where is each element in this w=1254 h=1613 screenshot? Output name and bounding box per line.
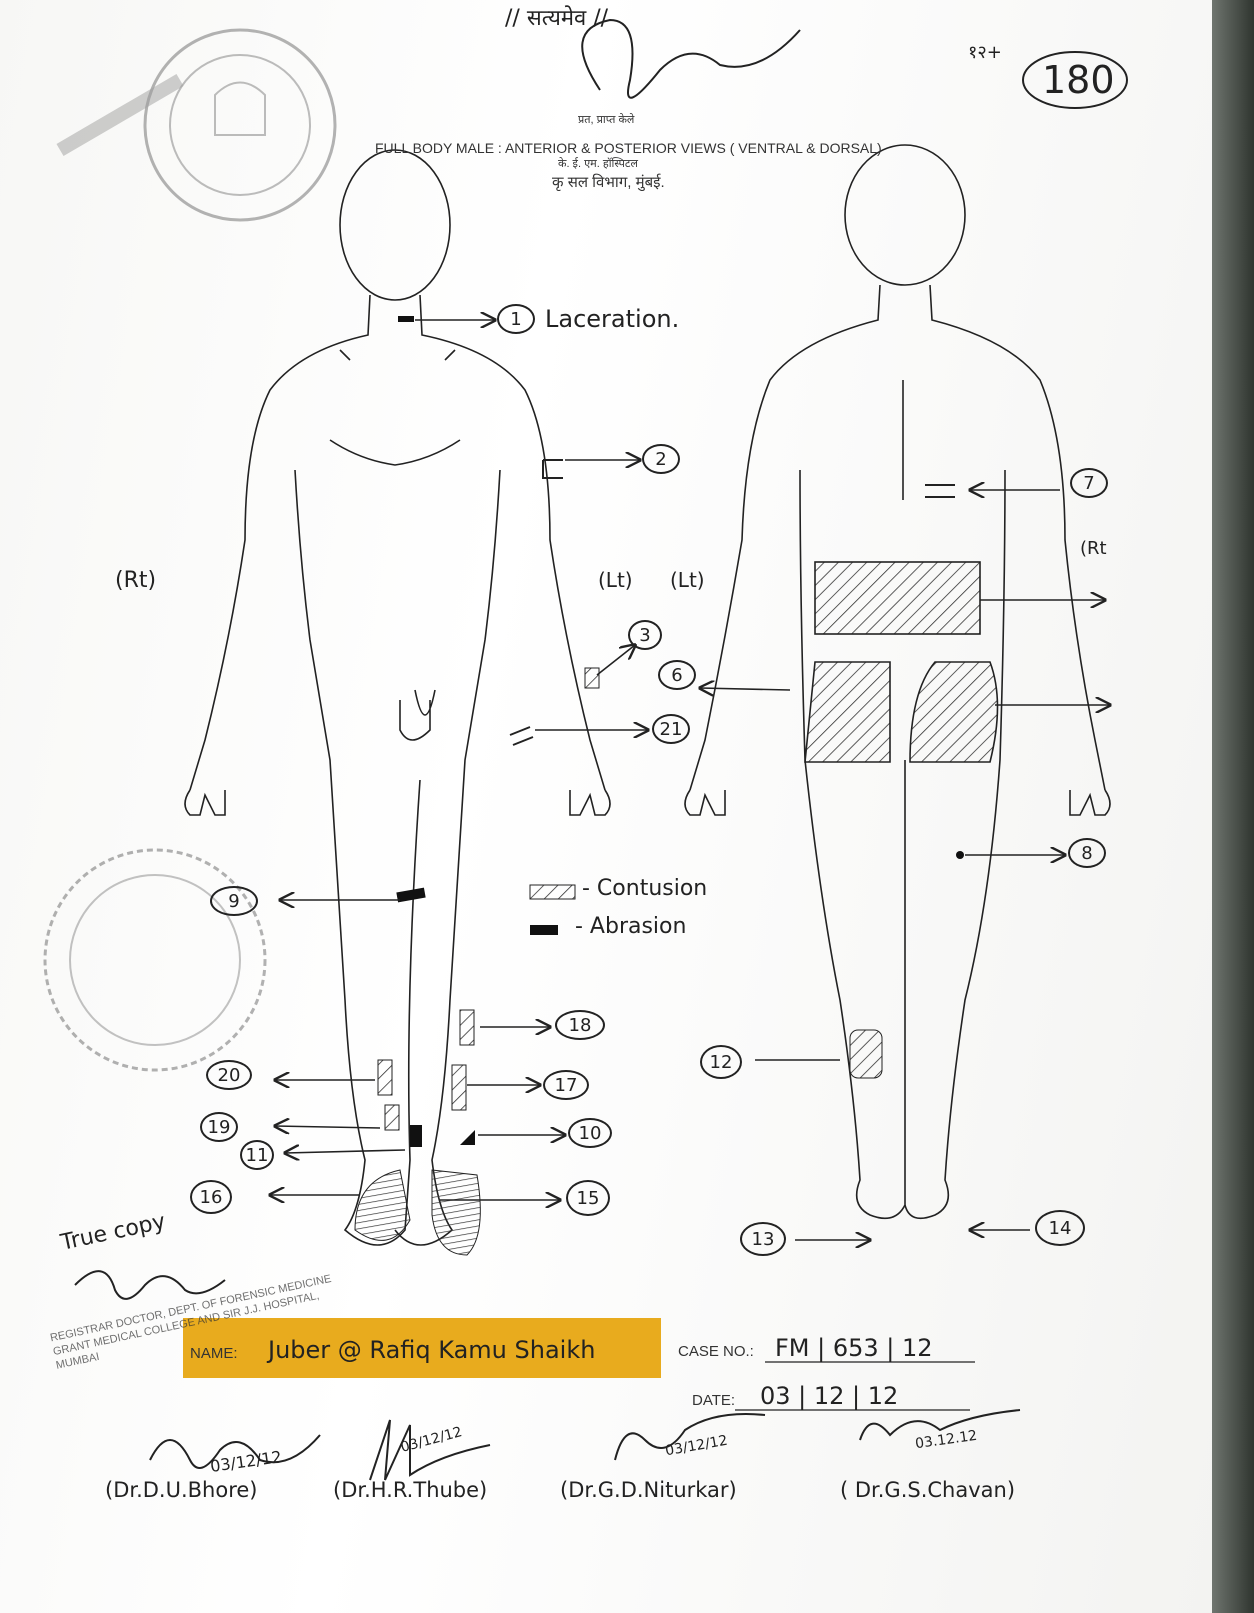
injury-number-21: 21	[652, 714, 690, 744]
contusion-mark-calf	[850, 1030, 882, 1078]
date-label: DATE:	[692, 1392, 735, 1409]
contusion-mark-forearm	[585, 668, 599, 688]
signature-thube	[370, 1420, 490, 1480]
signature-true-copy	[75, 1271, 225, 1299]
side-label-left-1: (Lt)	[598, 568, 633, 592]
injury-number-1: 1	[497, 304, 535, 334]
injury-number-14: 14	[1035, 1210, 1085, 1246]
abrasion-mark-wrist	[510, 727, 533, 745]
injury-number-20: 20	[206, 1060, 252, 1090]
stamp-line-3: कृ सल विभाग, मुंबई.	[552, 172, 665, 192]
injury-number-18: 18	[555, 1010, 605, 1040]
injury-number-11: 11	[240, 1140, 274, 1170]
stamp-line-1: प्रत, प्राप्त केले	[578, 112, 634, 127]
posterior-figure	[685, 145, 1110, 1218]
legend-contusion-label: - Contusion	[582, 876, 707, 901]
department-seal	[45, 850, 265, 1070]
doctor-4-name: ( Dr.G.S.Chavan)	[840, 1478, 1015, 1502]
diagram-title: FULL BODY MALE : ANTERIOR & POSTERIOR VI…	[375, 140, 882, 156]
injury-number-8: 8	[1068, 838, 1106, 868]
contusion-mark-foot-r	[355, 1170, 410, 1240]
legend-abrasion-label: - Abrasion	[575, 914, 686, 939]
top-signature	[582, 20, 800, 98]
header-top-marks: // सत्यमेव //	[505, 2, 608, 32]
doctor-2-name: (Dr.H.R.Thube)	[333, 1478, 487, 1502]
injury-number-19: 19	[200, 1112, 238, 1142]
stamp-line-2: के. ई. एम. हॉस्पिटल	[558, 156, 638, 171]
injury-number-2: 2	[642, 444, 680, 474]
injury-number-9: 9	[210, 886, 258, 916]
legend-contusion-swatch	[530, 885, 575, 899]
contusion-mark-foot-l	[432, 1170, 480, 1255]
injury-number-10: 10	[568, 1118, 612, 1148]
case-label: CASE NO.:	[678, 1343, 754, 1360]
abrasion-mark-ankle-l	[460, 1130, 475, 1145]
side-label-right-back: (Rt	[1080, 538, 1107, 559]
contusion-mark-buttock-r	[805, 662, 890, 762]
injury-number-15: 15	[566, 1180, 610, 1216]
abrasion-mark-ankle-r	[410, 1125, 422, 1147]
legend-abrasion-swatch	[530, 925, 558, 935]
abrasion-mark-neck	[398, 316, 414, 322]
abrasion-mark-back	[925, 485, 955, 497]
case-value: FM | 653 | 12	[775, 1334, 933, 1362]
doctor-3-name: (Dr.G.D.Niturkar)	[560, 1478, 737, 1502]
doctor-1-name: (Dr.D.U.Bhore)	[105, 1478, 258, 1502]
injury-number-12: 12	[700, 1045, 742, 1079]
page-ref: 180	[1042, 58, 1115, 102]
official-seal	[60, 30, 335, 220]
side-label-right: (Rt)	[115, 568, 156, 593]
page-ref-prefix: १२+	[968, 40, 1002, 64]
name-label: NAME:	[190, 1345, 238, 1362]
abrasion-mark-thigh	[396, 888, 425, 903]
injury-number-3: 3	[628, 620, 662, 650]
abrasion-mark-thigh-back	[956, 851, 964, 859]
contusion-mark-leg-l2	[452, 1065, 466, 1110]
laceration-label: Laceration.	[545, 305, 679, 333]
contusion-mark-leg-r2	[385, 1105, 399, 1130]
injury-number-17: 17	[543, 1070, 589, 1100]
side-label-left-2: (Lt)	[670, 568, 705, 592]
date-value: 03 | 12 | 12	[760, 1382, 898, 1410]
contusion-mark-buttock-l	[910, 662, 998, 762]
injury-arrows	[270, 320, 1110, 1240]
contusion-mark-leg-r1	[378, 1060, 392, 1095]
name-value: Juber @ Rafiq Kamu Shaikh	[268, 1336, 595, 1364]
injury-number-7: 7	[1070, 468, 1108, 498]
injury-number-16: 16	[190, 1180, 232, 1214]
contusion-mark-leg-l1	[460, 1010, 474, 1045]
injury-number-13: 13	[740, 1222, 786, 1256]
injury-number-6: 6	[658, 660, 696, 690]
contusion-mark-lower-back	[815, 562, 980, 634]
